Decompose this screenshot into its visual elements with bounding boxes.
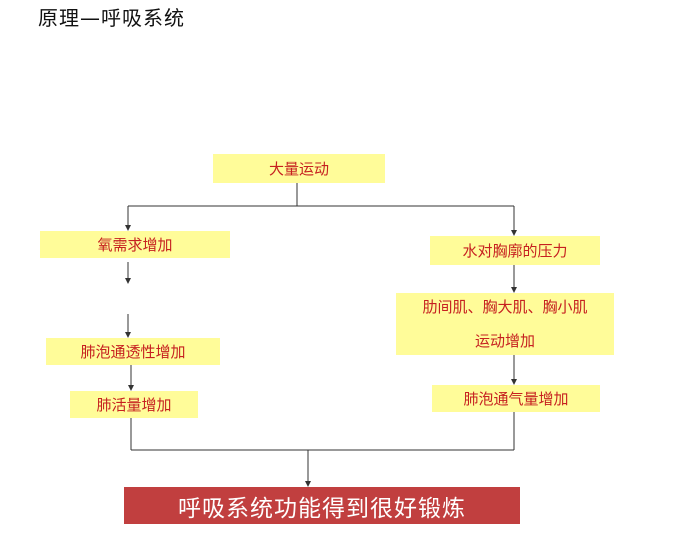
node-water-pressure: 水对胸廓的压力 — [430, 236, 600, 265]
node-chest-muscles: 肋间肌、胸大肌、胸小肌 运动增加 — [396, 293, 614, 355]
node-chest-muscles-line2: 运动增加 — [474, 332, 535, 350]
node-alveolar-ventilation: 肺泡通气量增加 — [432, 385, 600, 412]
node-oxygen-demand: 氧需求增加 — [40, 231, 230, 258]
node-heavy-exercise: 大量运动 — [213, 154, 385, 183]
page-title: 原理—呼吸系统 — [38, 6, 185, 30]
node-vital-capacity: 肺活量增加 — [70, 391, 198, 418]
node-alveolar-permeability: 肺泡通透性增加 — [46, 338, 220, 365]
node-chest-muscles-line1: 肋间肌、胸大肌、胸小肌 — [422, 298, 588, 316]
node-result: 呼吸系统功能得到很好锻炼 — [124, 487, 520, 524]
